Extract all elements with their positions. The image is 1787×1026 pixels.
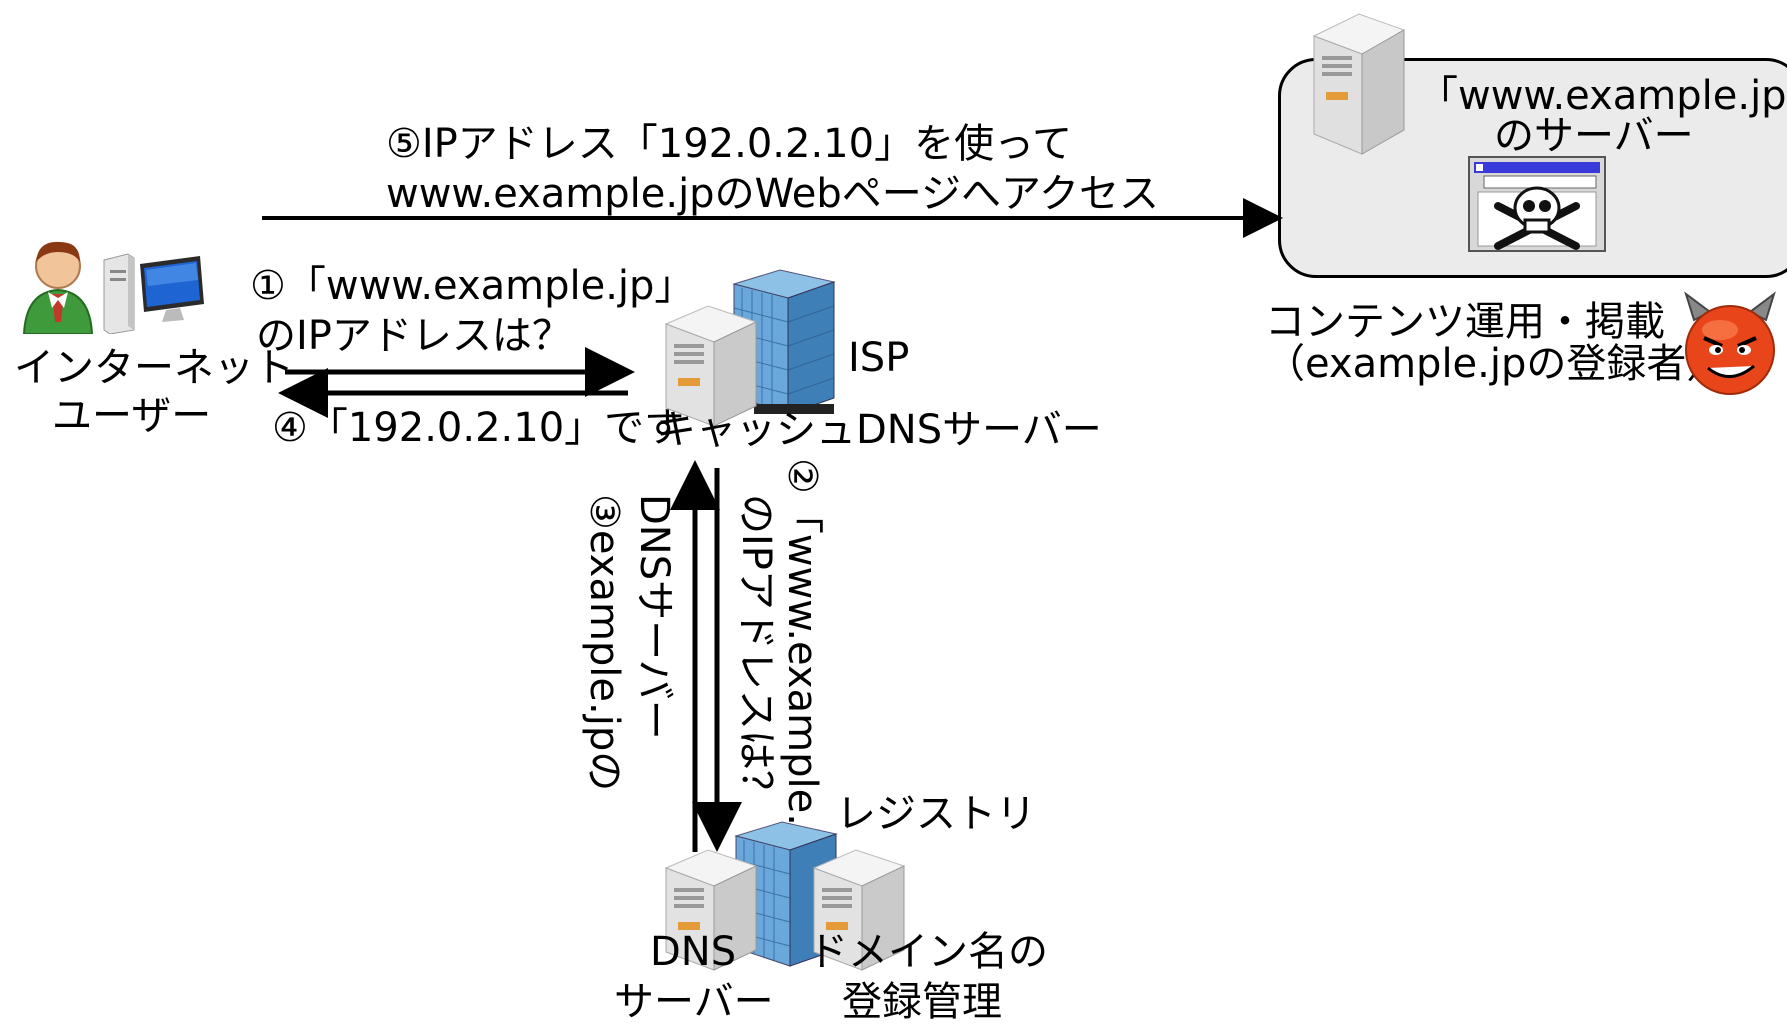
registry-label: レジストリ: [836, 791, 1036, 837]
step3-label-line1: ③example.jpの: [581, 494, 627, 792]
owner-label-line1: コンテンツ運用・掲載: [1265, 299, 1665, 345]
devil-face-icon: [1684, 291, 1776, 395]
cache-dns-label: キャッシュDNSサーバー: [656, 407, 1102, 453]
web-server-label-line1: 「www.example.jp」: [1418, 73, 1787, 119]
web-server-label-line2: のサーバー: [1494, 113, 1694, 159]
web-server-icon: [1312, 13, 1406, 155]
user-label-line2: ユーザー: [52, 393, 212, 439]
dns-server-label-line1: DNS: [650, 929, 737, 975]
step5-label-line2: www.example.jpのWebページへアクセス: [386, 171, 1159, 217]
owner-label-line2: （example.jpの登録者）: [1265, 341, 1727, 387]
step3-label-line2: DNSサーバー: [631, 494, 677, 740]
dns-server-label-line2: サーバー: [614, 979, 774, 1025]
server-tower-icon: [664, 305, 758, 427]
step4-label: ④「192.0.2.10」です: [272, 405, 685, 451]
user-label-line1: インターネット: [14, 345, 294, 391]
user-person-icon: [22, 241, 94, 334]
computer-icon: [103, 253, 204, 334]
step5-label-line1: ⑤IPアドレス「192.0.2.10」を使って: [386, 121, 1073, 167]
step2-label-line2: のIPアドレスは？: [733, 494, 779, 810]
step1-label-line2: のIPアドレスは？: [256, 313, 572, 359]
isp-label: ISP: [848, 335, 910, 381]
domain-mgmt-label-line2: 登録管理: [842, 979, 1002, 1025]
domain-mgmt-label-line1: ドメイン名の: [808, 929, 1048, 975]
server-tower-icon: [664, 849, 758, 971]
server-tower-icon: [812, 849, 906, 971]
skull-webpage-icon: [1468, 156, 1606, 252]
step1-label-line1: ①「www.example.jp」: [250, 263, 695, 309]
